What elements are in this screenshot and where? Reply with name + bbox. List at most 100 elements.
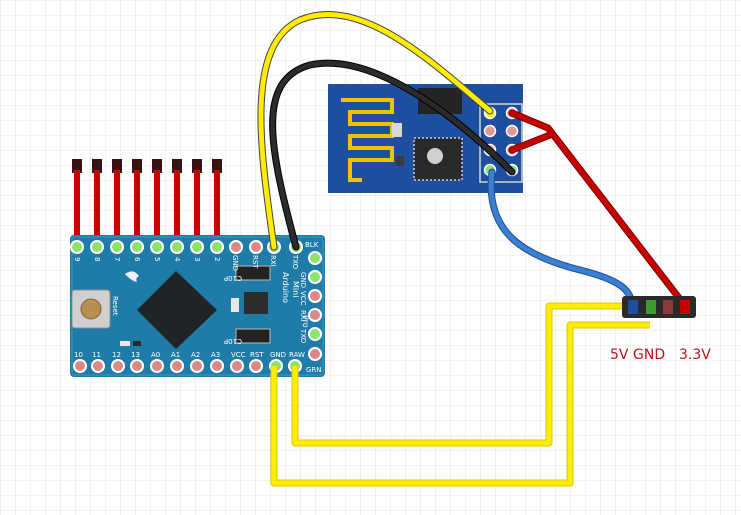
wire-3v3-fill	[509, 110, 689, 310]
wires	[257, 11, 690, 487]
top-pin-label: TXO	[291, 254, 299, 270]
power-connector-body	[622, 296, 696, 318]
side-pin-label: RXI	[299, 310, 307, 322]
header-pin	[134, 170, 140, 246]
header-pin-label: 8	[93, 257, 101, 261]
bottom-pin[interactable]	[150, 359, 164, 373]
bottom-pin[interactable]	[170, 359, 184, 373]
esp-component-1	[396, 156, 404, 166]
side-pin[interactable]	[308, 251, 322, 265]
label-3v3: 3.3V	[679, 347, 711, 363]
side-pin[interactable]	[308, 308, 322, 322]
wire-ch-pd-fill	[509, 132, 553, 153]
header-pin-label: 2	[213, 257, 221, 261]
top-pin-label: RST	[251, 255, 259, 269]
header-pin-label: 3	[193, 257, 201, 261]
bottom-pin[interactable]	[73, 359, 87, 373]
header-pin-label: 7	[113, 257, 121, 261]
board-name-2: Mini	[291, 281, 300, 297]
wire-tx-fill	[270, 60, 515, 250]
header-pin-cap	[92, 159, 102, 173]
header-pin	[74, 170, 80, 246]
header-pin-label: 4	[173, 257, 181, 262]
antenna-trace	[341, 98, 394, 182]
header-pin-cap	[192, 159, 202, 173]
esp-led	[392, 123, 402, 137]
bottom-pin-label: RAW	[289, 351, 305, 359]
bottom-pin[interactable]	[130, 359, 144, 373]
reset-button-knob	[80, 298, 102, 320]
side-pin[interactable]	[308, 347, 322, 361]
regulator	[244, 292, 268, 314]
arduino-pin[interactable]	[249, 240, 263, 254]
bottom-pin[interactable]	[91, 359, 105, 373]
bottom-pin-label: A1	[171, 351, 180, 359]
board-name-3: Pro	[301, 315, 310, 328]
grn-label: GRN	[306, 366, 322, 374]
arduino-pin[interactable]	[70, 240, 84, 254]
header-pin-cap	[72, 159, 82, 173]
esp-pin[interactable]	[483, 124, 497, 138]
capacitor-top	[235, 265, 271, 281]
arduino-pin[interactable]	[210, 240, 224, 254]
espressif-logo-icon	[427, 148, 443, 164]
top-pin-label: GND	[231, 255, 239, 271]
top-pin-label: RXI	[269, 255, 277, 267]
power-pin-extra	[680, 300, 690, 314]
bottom-pin-label: 11	[92, 351, 101, 359]
side-pin[interactable]	[308, 289, 322, 303]
bottom-pin[interactable]	[230, 359, 244, 373]
label-gnd: GND	[633, 347, 665, 363]
reset-label: Reset	[111, 296, 119, 316]
arduino-pin[interactable]	[229, 240, 243, 254]
header-pin-cap	[152, 159, 162, 173]
side-pin[interactable]	[308, 327, 322, 341]
capacitor-bottom	[235, 328, 271, 344]
atmega-chip	[137, 271, 217, 349]
arduino-pin[interactable]	[110, 240, 124, 254]
side-pin-label: VCC	[299, 291, 307, 306]
wire-rx-fill	[258, 12, 493, 250]
blk-label: BLK	[305, 241, 319, 249]
cap-label-top: C10P	[224, 274, 242, 282]
power-pin-gnd[interactable]	[646, 300, 656, 314]
bottom-pin-label: RST	[250, 351, 264, 359]
arduino-pin[interactable]	[190, 240, 204, 254]
bottom-pin[interactable]	[249, 359, 263, 373]
bottom-pin[interactable]	[190, 359, 204, 373]
bottom-pin[interactable]	[111, 359, 125, 373]
power-pin-5v[interactable]	[628, 300, 638, 314]
led-component	[231, 298, 239, 312]
bottom-pin[interactable]	[210, 359, 224, 373]
wire-gnd-esp-fill	[488, 169, 635, 310]
arduino-pin[interactable]	[170, 240, 184, 254]
header-pin	[214, 170, 220, 246]
header-pin	[174, 170, 180, 246]
logo-icon	[125, 271, 139, 282]
bottom-pin-label: 10	[74, 351, 83, 359]
cap-label-bottom: C10P	[224, 337, 242, 345]
bottom-pin-label: 12	[112, 351, 121, 359]
power-connector[interactable]	[622, 296, 696, 318]
board-name-1: Arduino	[281, 272, 290, 303]
header-pin	[114, 170, 120, 246]
header-pin-cap	[212, 159, 222, 173]
arduino-pin[interactable]	[130, 240, 144, 254]
arduino-pin[interactable]	[90, 240, 104, 254]
side-pin-label: GND	[299, 272, 307, 288]
bottom-pin-label: VCC	[231, 351, 246, 359]
arduino-pin[interactable]	[150, 240, 164, 254]
arduino-pins	[70, 240, 322, 373]
header-pin-cap	[112, 159, 122, 173]
power-pin-3v3[interactable]	[663, 300, 673, 314]
header-pin	[94, 170, 100, 246]
header-pin-cap	[132, 159, 142, 173]
side-pin-label: TXO	[299, 328, 307, 344]
bottom-pin-label: GND	[270, 351, 286, 359]
side-pin[interactable]	[308, 270, 322, 284]
esp-pin[interactable]	[505, 124, 519, 138]
resistor-component	[120, 341, 130, 346]
